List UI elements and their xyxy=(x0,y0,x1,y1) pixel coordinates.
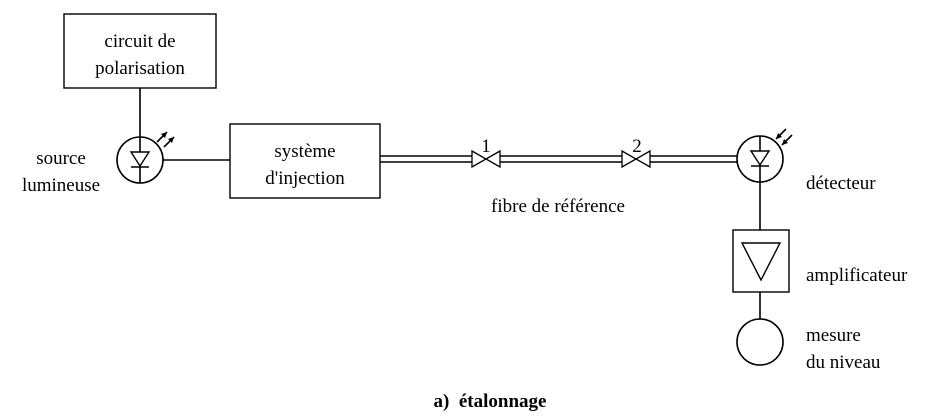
detector-label: détecteur xyxy=(806,173,876,194)
polarization-circuit-label-1: circuit de xyxy=(104,31,175,52)
polarization-circuit-block: circuit de polarisation xyxy=(63,13,217,89)
injection-label-1: système xyxy=(274,141,335,162)
polarization-circuit-label-2: polarisation xyxy=(95,58,185,79)
measure-label-1: mesure xyxy=(806,325,861,346)
reception-arrows-icon xyxy=(775,128,793,146)
source-label-1: source xyxy=(36,148,86,169)
injection-label-2: d'injection xyxy=(265,168,345,189)
source-label-2: lumineuse xyxy=(22,175,100,196)
emission-arrows-icon xyxy=(156,131,175,148)
connector-2-label: 2 xyxy=(632,136,642,157)
level-meter-symbol xyxy=(736,318,784,366)
amplifier-label: amplificateur xyxy=(806,265,908,286)
light-source-led-symbol xyxy=(116,131,175,184)
injection-system-block: système d'injection xyxy=(229,123,381,199)
connector-1-label: 1 xyxy=(481,136,491,157)
detector-photodiode-symbol xyxy=(736,128,793,183)
measure-label-2: du niveau xyxy=(806,352,881,373)
figure-caption: a) étalonnage xyxy=(434,391,547,412)
connector-1-symbol xyxy=(471,149,501,169)
fiber-label: fibre de référence xyxy=(491,196,625,217)
amplifier-block xyxy=(732,229,790,293)
connector-2-symbol xyxy=(621,149,651,169)
reference-fiber xyxy=(380,155,737,163)
